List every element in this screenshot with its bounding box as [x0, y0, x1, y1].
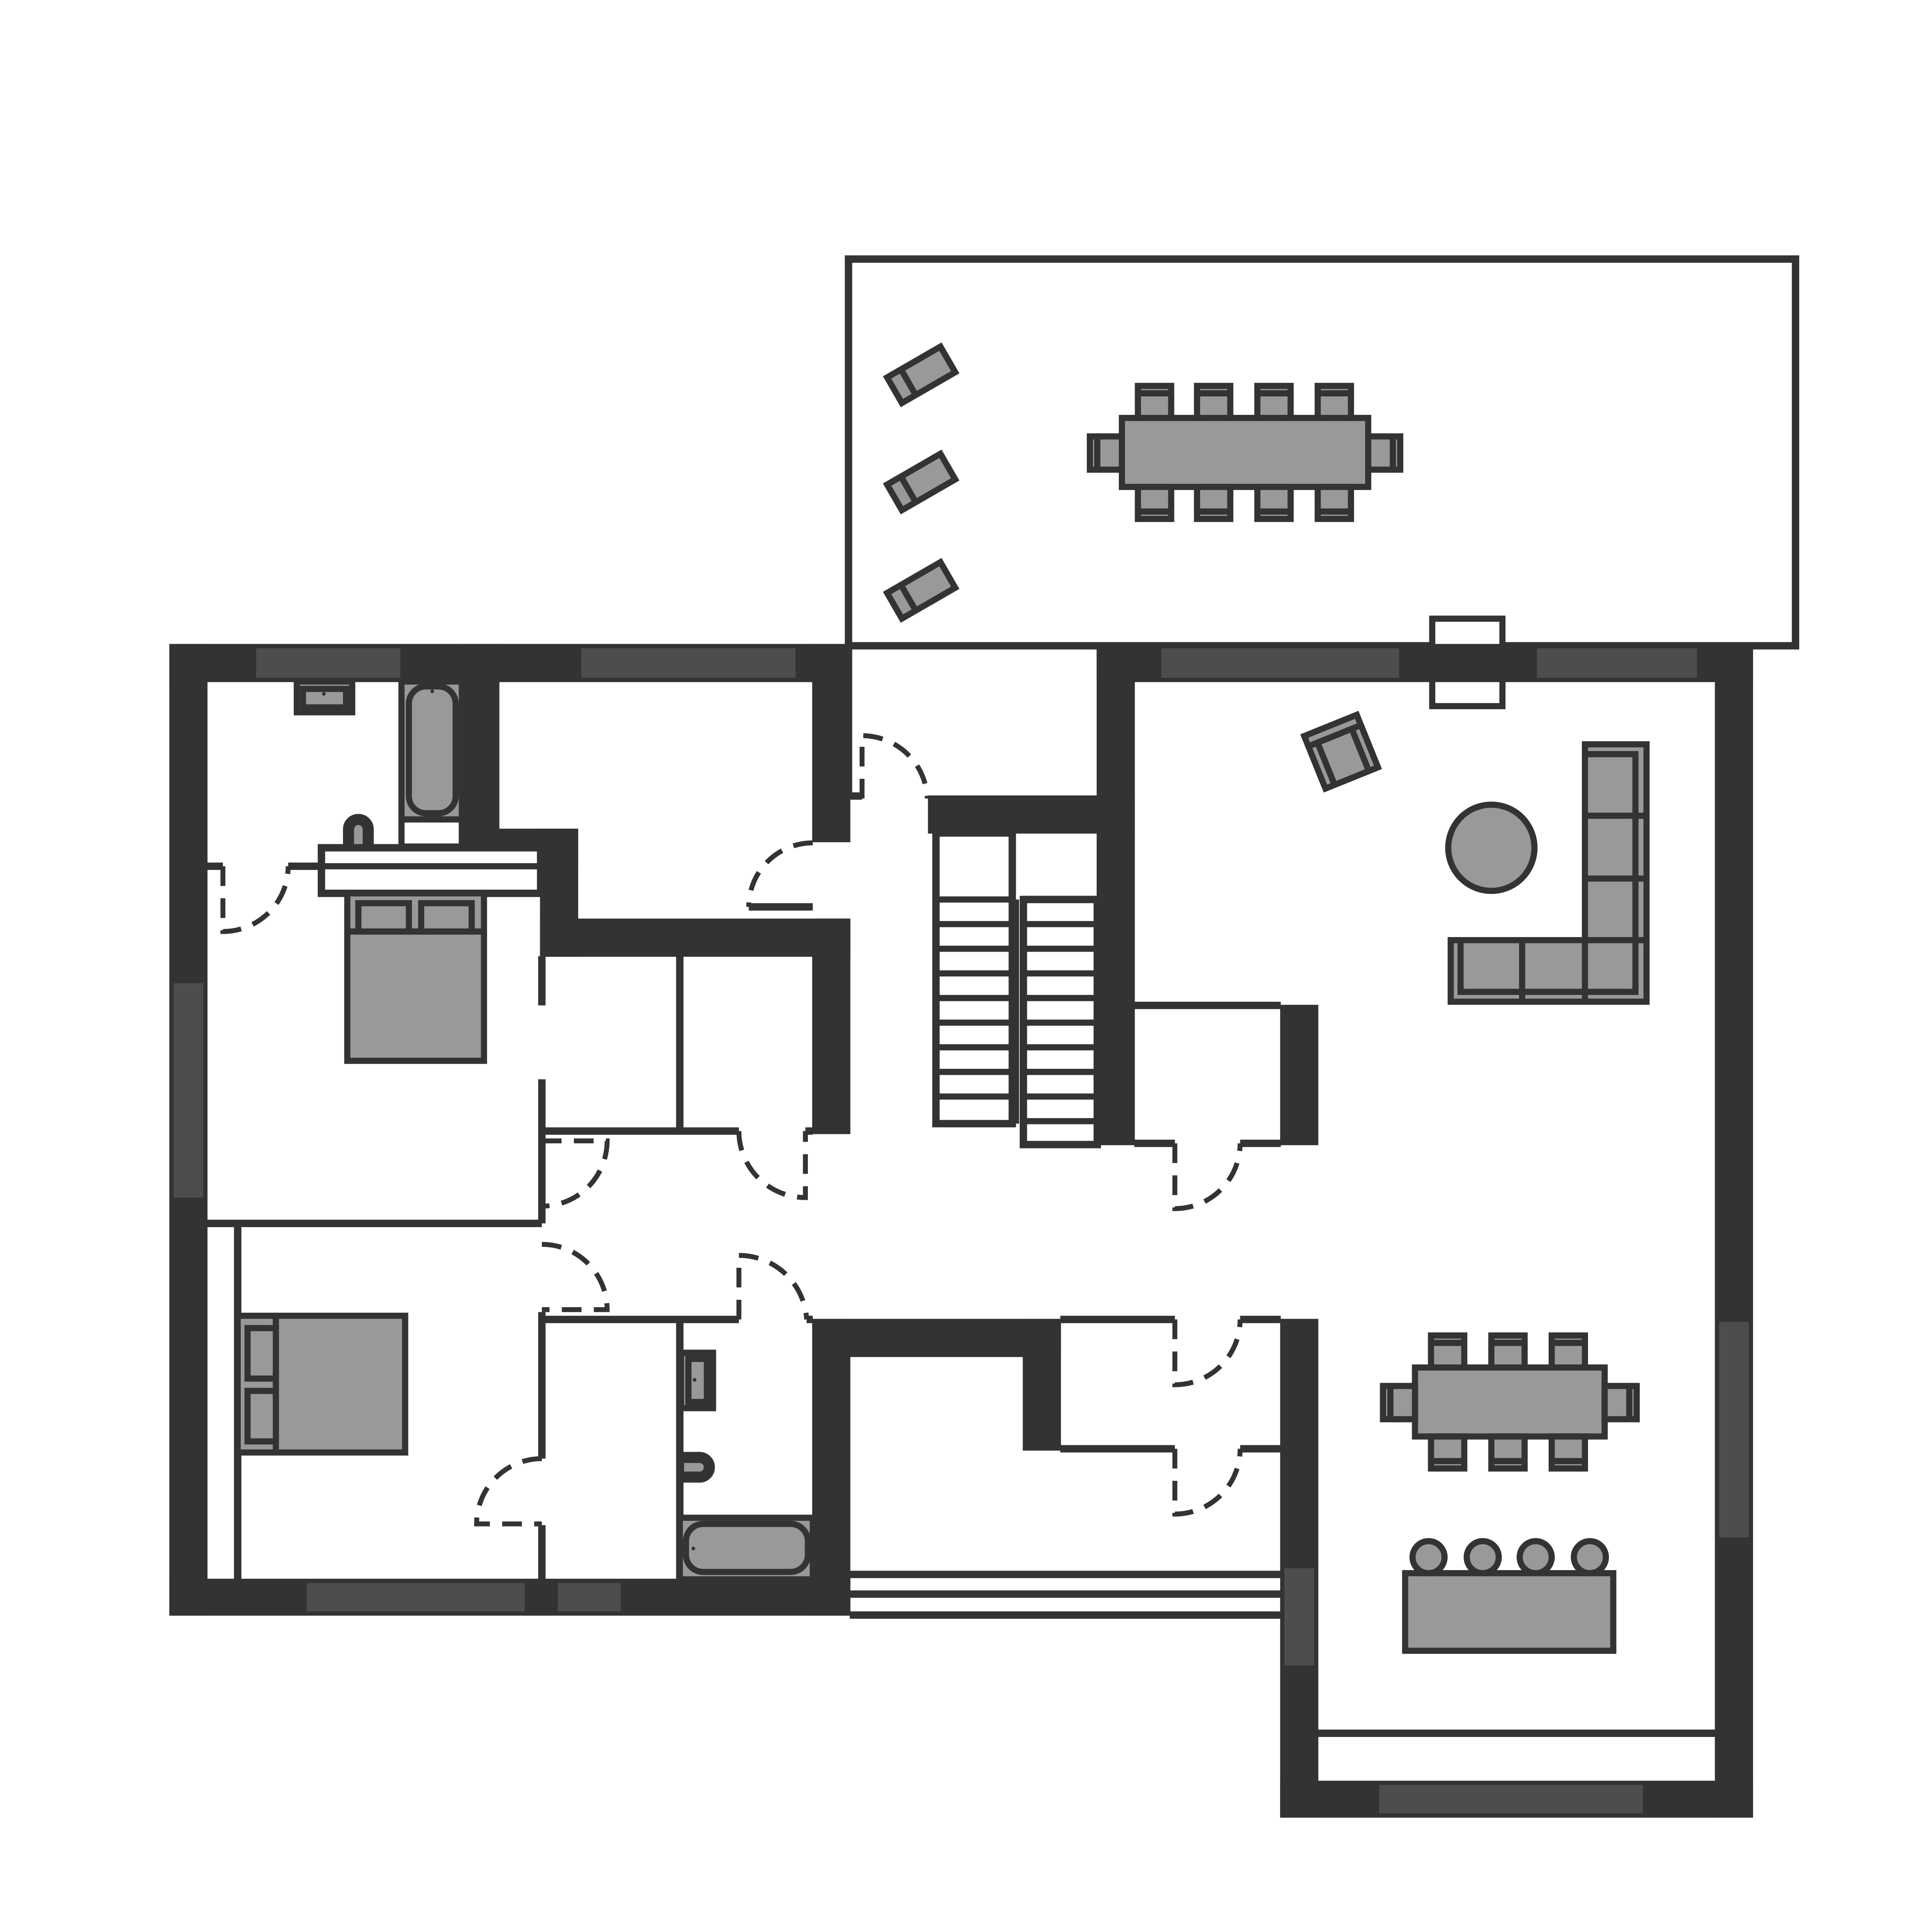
wall-north-corridor: [812, 644, 851, 843]
vent-box: [1429, 615, 1506, 710]
window: [1537, 648, 1697, 678]
round-coffee-table: [1445, 802, 1538, 894]
table: [1118, 414, 1372, 490]
chairs: [1380, 1332, 1640, 1472]
staircase: [932, 829, 1101, 1148]
wall-closet: [1023, 1319, 1061, 1451]
windows: [174, 648, 1749, 1814]
window: [306, 1583, 525, 1612]
window: [174, 983, 204, 1198]
window: [1719, 1322, 1749, 1538]
door-swing: [736, 1253, 809, 1320]
window: [558, 1583, 621, 1612]
terrace: [845, 255, 1799, 650]
bedroom-2: [234, 1313, 408, 1456]
bathroom-1: [293, 678, 544, 897]
bedroom-1: [344, 890, 487, 1064]
sun-lounger: [883, 450, 960, 515]
dining-table: [1412, 1364, 1608, 1440]
door-swing: [1172, 1319, 1243, 1388]
terrace-dining-table: [1087, 383, 1404, 522]
bathroom-2: [677, 1349, 816, 1583]
door-swing: [541, 1242, 610, 1312]
bar-stool: [1409, 1538, 1448, 1577]
wall-bath2-east: [812, 1319, 851, 1616]
door-swing: [736, 1131, 808, 1200]
stair-flight-left: [932, 829, 1016, 1127]
window: [1161, 648, 1399, 678]
living-room: [1300, 710, 1650, 1005]
door-swing: [474, 1456, 542, 1527]
pillow: [418, 900, 475, 935]
wall-stair-east: [1097, 644, 1135, 1145]
bar-stool: [1517, 1538, 1555, 1577]
window: [1379, 1785, 1643, 1814]
bath-step: [398, 816, 465, 850]
door-swing: [1172, 1449, 1243, 1517]
door-swing: [1172, 1143, 1243, 1211]
terrace-loungers: [883, 342, 960, 623]
wall-storage-top: [540, 918, 851, 957]
window: [256, 648, 400, 678]
sun-lounger: [883, 342, 960, 408]
door-swing: [541, 1138, 610, 1209]
counter: [317, 844, 544, 897]
pillow: [244, 1325, 279, 1382]
kitchen-island: [1402, 1538, 1617, 1654]
pillow: [355, 900, 412, 935]
wall-corridor-east: [812, 918, 851, 1134]
island-counter: [1402, 1570, 1617, 1654]
wall-east: [1715, 644, 1753, 1818]
door-swing: [746, 840, 813, 907]
sun-lounger: [883, 558, 960, 623]
bar-stool: [1464, 1538, 1502, 1577]
interior-partitions: [207, 645, 1716, 1737]
window: [1284, 1568, 1314, 1666]
doors: [220, 733, 1243, 1527]
l-shaped-sofa: [1447, 741, 1650, 1005]
armchair: [1300, 710, 1382, 793]
window: [581, 648, 796, 678]
wall-utility: [1280, 1005, 1319, 1145]
chairs: [1087, 383, 1404, 522]
pillow: [244, 1388, 279, 1445]
door-swing: [859, 733, 930, 799]
bar-stool: [1570, 1538, 1609, 1577]
dining-area: [1380, 1332, 1640, 1472]
door-swing: [220, 866, 291, 934]
